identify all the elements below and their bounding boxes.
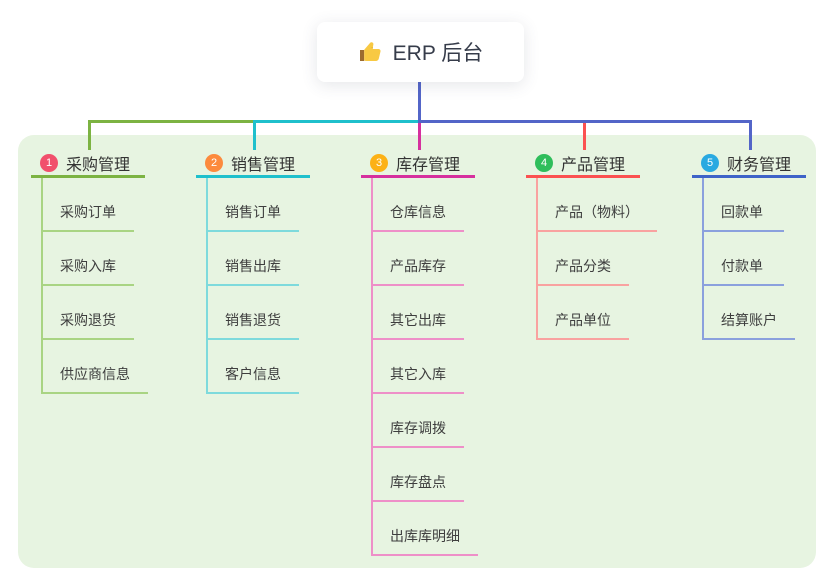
- branch-connector-drop: [749, 120, 752, 150]
- child-node[interactable]: 产品（物料）: [538, 178, 657, 232]
- child-label: 出库库明细: [390, 528, 460, 544]
- root-connector-line: [418, 82, 421, 123]
- child-label: 回款单: [721, 204, 763, 220]
- child-node[interactable]: 采购入库: [43, 232, 134, 286]
- branch-children: 仓库信息产品库存其它出库其它入库库存调拨库存盘点出库库明细: [371, 178, 478, 556]
- child-node[interactable]: 产品分类: [538, 232, 629, 286]
- child-label: 销售订单: [225, 204, 281, 220]
- branch-title-label: 产品管理: [561, 156, 626, 174]
- child-label: 采购订单: [60, 204, 116, 220]
- branch-children: 采购订单采购入库采购退货供应商信息: [41, 178, 148, 394]
- child-node[interactable]: 出库库明细: [373, 502, 478, 556]
- branch-title[interactable]: 3 库存管理: [361, 150, 475, 178]
- branch: 3 库存管理 仓库信息产品库存其它出库其它入库库存调拨库存盘点出库库明细: [361, 150, 478, 556]
- child-node[interactable]: 库存盘点: [373, 448, 464, 502]
- child-label: 其它入库: [390, 366, 446, 382]
- branch-connector-bus: [418, 120, 752, 123]
- child-node[interactable]: 付款单: [704, 232, 784, 286]
- branch-number-badge: 2: [205, 153, 223, 172]
- branch-number-badge: 4: [535, 153, 553, 172]
- child-node[interactable]: 产品单位: [538, 286, 629, 340]
- child-label: 采购退货: [60, 312, 116, 328]
- branch-number-badge: 3: [370, 153, 388, 172]
- child-label: 其它出库: [390, 312, 446, 328]
- child-label: 产品（物料）: [555, 204, 639, 220]
- branch-connector-drop: [418, 120, 421, 150]
- branches-panel: 1 采购管理 采购订单采购入库采购退货供应商信息 2 销售管理 销售订单销售出库…: [18, 135, 816, 568]
- child-label: 销售出库: [225, 258, 281, 274]
- child-node[interactable]: 其它入库: [373, 340, 464, 394]
- child-node[interactable]: 客户信息: [208, 340, 299, 394]
- branch-title-label: 库存管理: [396, 156, 461, 174]
- branch-title-label: 销售管理: [231, 156, 296, 174]
- branch: 5 财务管理 回款单付款单结算账户: [692, 150, 806, 340]
- child-node[interactable]: 销售出库: [208, 232, 299, 286]
- branch-children: 回款单付款单结算账户: [702, 178, 806, 340]
- child-node[interactable]: 采购退货: [43, 286, 134, 340]
- branch-number-badge: 5: [701, 153, 719, 172]
- child-label: 库存调拨: [390, 420, 446, 436]
- child-node[interactable]: 销售订单: [208, 178, 299, 232]
- thumbs-up-icon: [358, 40, 382, 64]
- child-label: 付款单: [721, 258, 763, 274]
- child-label: 仓库信息: [390, 204, 446, 220]
- child-label: 产品库存: [390, 258, 446, 274]
- child-label: 产品分类: [555, 258, 611, 274]
- branch-title[interactable]: 4 产品管理: [526, 150, 640, 178]
- child-node[interactable]: 库存调拨: [373, 394, 464, 448]
- branch-title-label: 财务管理: [727, 156, 792, 174]
- child-label: 采购入库: [60, 258, 116, 274]
- branch-connector-bus: [253, 120, 421, 123]
- branch: 1 采购管理 采购订单采购入库采购退货供应商信息: [31, 150, 148, 394]
- branch-connector-drop: [88, 120, 91, 150]
- child-label: 结算账户: [721, 312, 777, 328]
- child-node[interactable]: 回款单: [704, 178, 784, 232]
- branch-title[interactable]: 5 财务管理: [692, 150, 806, 178]
- branch-connector-drop: [583, 120, 586, 150]
- child-node[interactable]: 其它出库: [373, 286, 464, 340]
- branch: 4 产品管理 产品（物料） 产品分类产品单位: [526, 150, 657, 340]
- branch-connector-drop: [253, 120, 256, 150]
- child-node[interactable]: 结算账户: [704, 286, 795, 340]
- child-node[interactable]: 供应商信息: [43, 340, 148, 394]
- child-node[interactable]: 销售退货: [208, 286, 299, 340]
- child-label: 库存盘点: [390, 474, 446, 490]
- branch-title[interactable]: 2 销售管理: [196, 150, 310, 178]
- child-label: 产品单位: [555, 312, 611, 328]
- branch-title[interactable]: 1 采购管理: [31, 150, 145, 178]
- branch-number-badge: 1: [40, 153, 58, 172]
- child-label: 销售退货: [225, 312, 281, 328]
- child-label: 供应商信息: [60, 366, 130, 382]
- branch-title-label: 采购管理: [66, 156, 131, 174]
- branch-connector-bus: [88, 120, 256, 123]
- root-label: ERP 后台: [392, 42, 484, 65]
- branch-children: 产品（物料） 产品分类产品单位: [536, 178, 657, 340]
- child-label: 客户信息: [225, 366, 281, 382]
- child-node[interactable]: 产品库存: [373, 232, 464, 286]
- child-node[interactable]: 仓库信息: [373, 178, 464, 232]
- root-node[interactable]: ERP 后台: [317, 22, 524, 82]
- branch: 2 销售管理 销售订单销售出库销售退货客户信息: [196, 150, 310, 394]
- branch-children: 销售订单销售出库销售退货客户信息: [206, 178, 310, 394]
- child-node[interactable]: 采购订单: [43, 178, 134, 232]
